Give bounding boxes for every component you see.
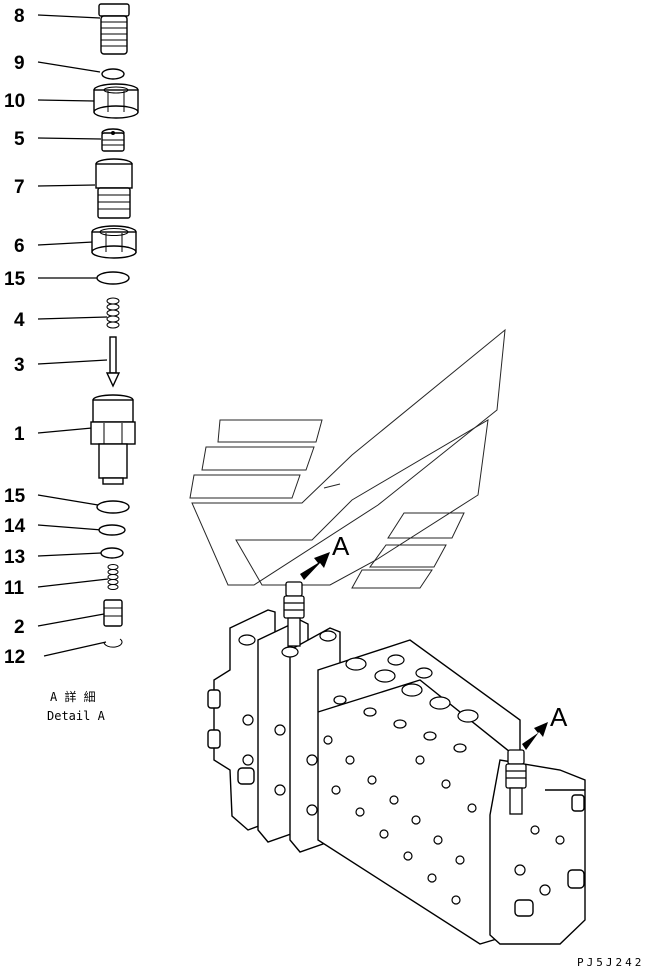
valve-port-holes bbox=[238, 630, 565, 905]
part-15-upper-oring bbox=[96, 271, 130, 285]
installed-valve-right bbox=[505, 749, 527, 815]
installed-valve-upper bbox=[283, 581, 305, 647]
part-6-nut bbox=[91, 225, 137, 259]
background-watermark-chevron bbox=[189, 328, 506, 589]
label-part-5: 5 bbox=[14, 129, 25, 150]
drawing-code: PJ5J242 bbox=[577, 956, 644, 969]
detail-caption-en: Detail A bbox=[47, 709, 106, 723]
part-4-spring bbox=[106, 297, 120, 329]
part-13-oring bbox=[100, 547, 124, 559]
label-part-15-lower: 15 bbox=[4, 486, 26, 507]
leader-lines bbox=[37, 14, 109, 657]
part-labels: 8 9 10 5 7 6 15 4 3 1 15 14 13 11 2 12 bbox=[4, 6, 26, 668]
part-1-main-body bbox=[90, 394, 136, 485]
part-15-lower-oring bbox=[96, 500, 130, 514]
label-part-10: 10 bbox=[4, 91, 25, 112]
label-part-11: 11 bbox=[4, 578, 25, 599]
part-5-adjust-screw bbox=[101, 128, 125, 152]
part-8-plug bbox=[98, 3, 130, 55]
callout-arrow-upper bbox=[300, 552, 330, 580]
part-3-poppet bbox=[105, 336, 121, 388]
label-part-1: 1 bbox=[14, 424, 25, 445]
label-part-3: 3 bbox=[14, 355, 25, 376]
part-9-seal bbox=[101, 68, 125, 80]
label-part-12: 12 bbox=[4, 647, 25, 668]
label-part-2: 2 bbox=[14, 617, 25, 638]
part-7-sleeve bbox=[95, 158, 133, 219]
part-2-piston bbox=[103, 599, 123, 627]
callout-label-right: A bbox=[550, 702, 568, 732]
part-11-spring bbox=[107, 564, 119, 590]
detail-caption-jp: A 詳 細 bbox=[50, 689, 96, 704]
label-part-7: 7 bbox=[14, 177, 25, 198]
label-part-14: 14 bbox=[4, 516, 26, 537]
callout-label-upper: A bbox=[332, 531, 350, 561]
callout-arrow-right bbox=[522, 722, 548, 750]
label-part-8: 8 bbox=[14, 6, 25, 27]
label-part-6: 6 bbox=[14, 236, 25, 257]
part-10-locknut bbox=[93, 83, 139, 119]
part-12-snap-ring bbox=[103, 638, 123, 648]
part-14-backup-ring bbox=[98, 524, 126, 536]
label-part-13: 13 bbox=[4, 547, 25, 568]
label-part-4: 4 bbox=[14, 310, 25, 331]
label-part-15-upper: 15 bbox=[4, 269, 26, 290]
label-part-9: 9 bbox=[14, 53, 25, 74]
